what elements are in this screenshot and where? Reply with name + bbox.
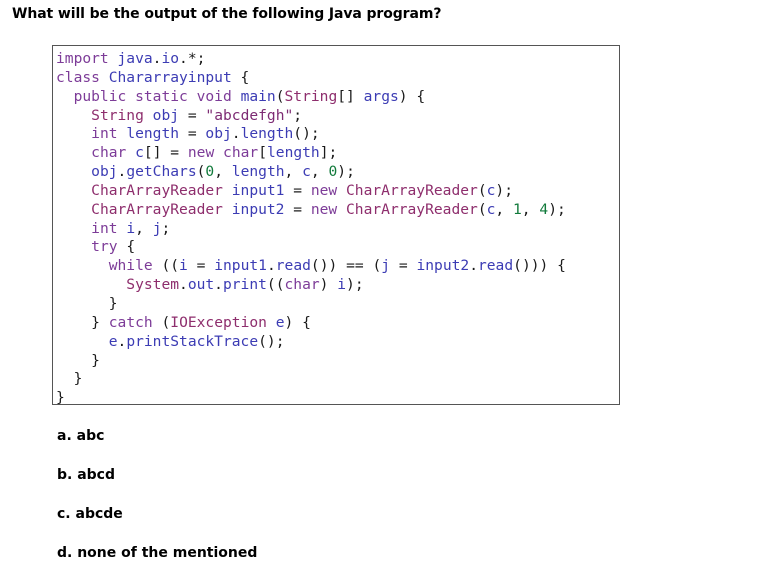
code-line: String obj = "abcdefgh"; [91,106,303,124]
code-line: try { [91,238,136,256]
code-line: } catch (IOException e) { [91,313,311,331]
code-line: while ((i = input1.read()) == (j = input… [108,257,566,275]
code-line: int i, j; [91,219,171,237]
question-text: What will be the output of the following… [12,6,442,22]
code-line: System.out.print((char) i); [126,276,364,294]
option-d[interactable]: d. none of the mentioned [57,545,258,561]
code-line: class Chararrayinput { [56,68,250,86]
code-line: e.printStackTrace(); [108,332,285,350]
option-c[interactable]: c. abcde [57,506,123,522]
code-line: int length = obj.length(); [91,125,320,143]
code-line: CharArrayReader input1 = new CharArrayRe… [91,181,513,199]
code-line: } [73,370,83,388]
code-listing: import java.io.*;class Chararrayinput { … [56,50,566,408]
code-line: CharArrayReader input2 = new CharArrayRe… [91,200,566,218]
code-line: } [108,294,118,312]
code-line: obj.getChars(0, length, c, 0); [91,163,355,181]
code-line: public static void main(String[] args) { [73,87,426,105]
code-block: import java.io.*;class Chararrayinput { … [52,45,620,408]
code-line: import java.io.*; [56,50,206,67]
code-line: char c[] = new char[length]; [91,144,338,162]
option-b[interactable]: b. abcd [57,467,116,483]
code-line: } [56,389,65,407]
code-line: } [91,351,100,369]
option-a[interactable]: a. abc [57,428,105,444]
